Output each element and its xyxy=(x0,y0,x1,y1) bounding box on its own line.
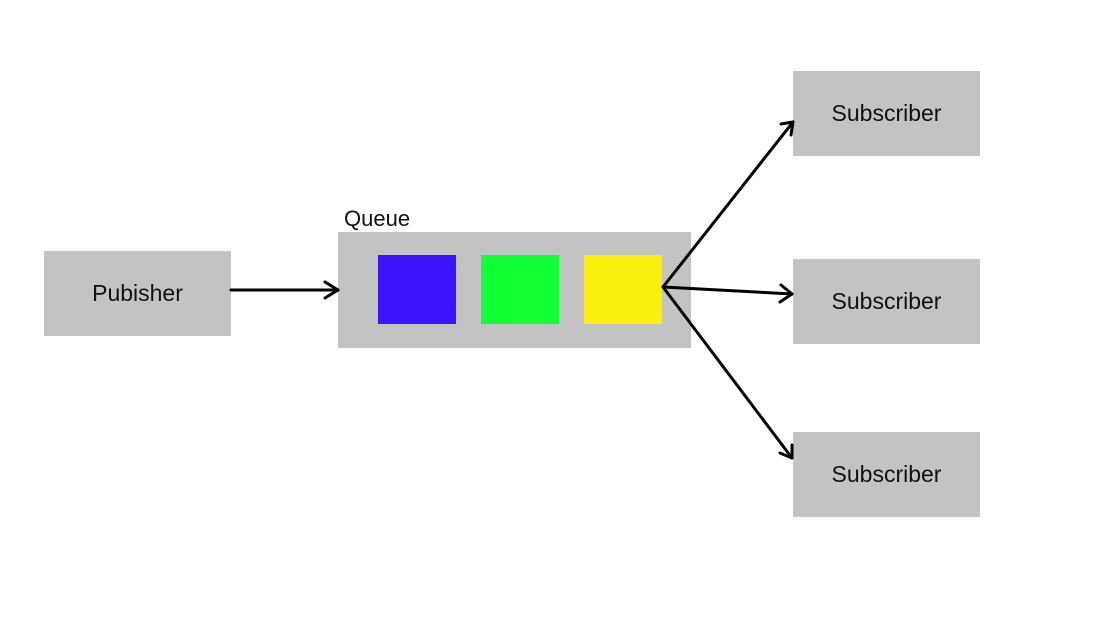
publisher-node: Pubisher xyxy=(44,251,231,336)
subscriber-label: Subscriber xyxy=(831,288,942,314)
subscriber-node-top: Subscriber xyxy=(793,71,980,156)
subscriber-label: Subscriber xyxy=(831,461,942,487)
queue-message-green xyxy=(481,255,559,324)
subscriber-node-bottom: Subscriber xyxy=(793,432,980,517)
queue-label: Queue xyxy=(344,206,411,231)
queue-message-yellow xyxy=(584,255,662,324)
subscriber-node-middle: Subscriber xyxy=(793,259,980,344)
arrow-publisher-to-queue xyxy=(229,280,340,300)
queue-message-blue xyxy=(378,255,456,324)
publisher-label: Pubisher xyxy=(92,280,183,306)
subscriber-label: Subscriber xyxy=(831,100,942,126)
